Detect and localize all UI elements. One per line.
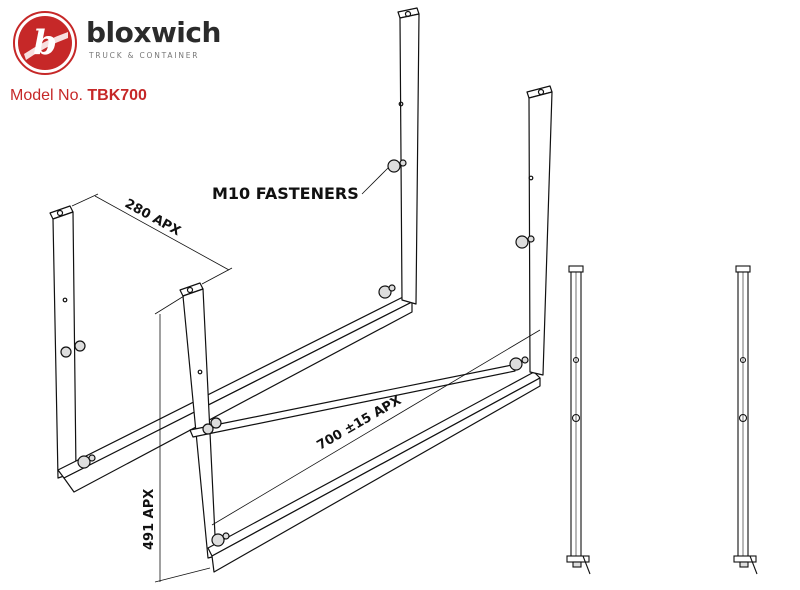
logo-letter: b bbox=[33, 23, 57, 63]
bloxwich-logo-icon: b bbox=[13, 11, 77, 75]
rail-side-connector bbox=[189, 364, 516, 438]
brand-tagline: TRUCK & CONTAINER bbox=[89, 51, 200, 60]
dimension-depth-line bbox=[71, 193, 233, 285]
side-view-left bbox=[566, 265, 591, 575]
side-view-right bbox=[733, 265, 758, 575]
dimension-height: 491 APX bbox=[142, 489, 157, 550]
fastener-leader-line bbox=[361, 167, 389, 195]
brand-name: bloxwich bbox=[86, 16, 221, 49]
model-number-line: Model No. TBK700 bbox=[10, 87, 147, 105]
model-label: Model No. bbox=[10, 87, 83, 104]
rail-back-bottom bbox=[57, 295, 413, 493]
upright-front-right bbox=[526, 85, 553, 376]
model-number: TBK700 bbox=[87, 87, 147, 104]
m10-fastener-group bbox=[60, 159, 535, 547]
upright-back-left bbox=[49, 205, 77, 479]
fastener-callout: M10 FASTENERS bbox=[212, 184, 359, 203]
dimension-height-line bbox=[154, 295, 211, 583]
upright-back-right bbox=[397, 7, 420, 305]
dimension-width-line bbox=[211, 329, 541, 526]
dimension-depth: 280 APX bbox=[122, 196, 183, 239]
rail-front-bottom bbox=[207, 371, 541, 573]
